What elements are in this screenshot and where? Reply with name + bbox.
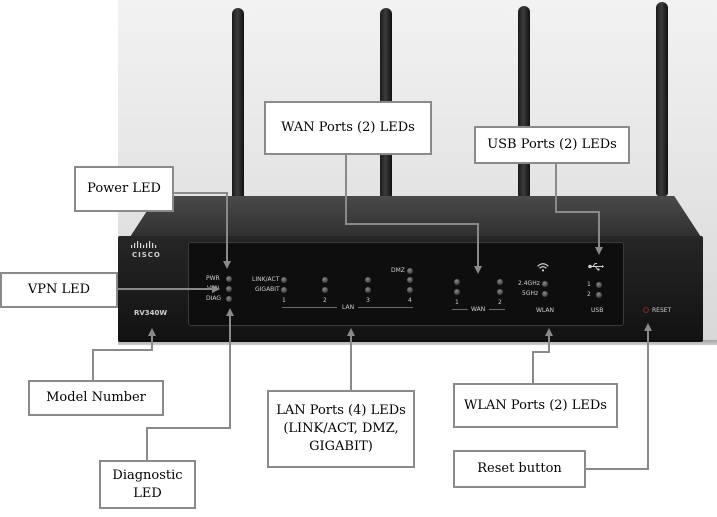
diag-label: DIAG [206, 295, 222, 302]
lan-group-line-right [358, 307, 413, 308]
cisco-logo-icon [131, 241, 157, 248]
usb-group-label: USB [591, 307, 604, 314]
lan-number-1: 1 [282, 297, 286, 304]
dmz-led [407, 268, 413, 274]
callout-lan-ports-line2: (LINK/ACT, DMZ, [283, 421, 399, 436]
callout-power-led-text: Power LED [87, 181, 161, 196]
reset-button[interactable] [643, 307, 649, 313]
wan2-led-b [497, 289, 503, 295]
antenna-4 [656, 2, 668, 196]
wan2-led-a [497, 279, 503, 285]
lan-number-3: 3 [366, 297, 370, 304]
wan-group-label: WAN [471, 306, 486, 313]
callout-model-number-text: Model Number [46, 390, 146, 405]
callout-vpn-led-text: VPN LED [27, 282, 91, 297]
wan1-led-b [454, 289, 460, 295]
lan-group-label: LAN [342, 304, 355, 311]
callout-wlan-ports: WLAN Ports (2) LEDs [453, 383, 618, 428]
lan3-gigabit-led [365, 287, 371, 293]
usb-number-2: 2 [587, 291, 591, 298]
wan-group-line-left [452, 309, 468, 310]
router-top-surface [128, 196, 703, 240]
wan-number-1: 1 [455, 299, 459, 306]
antenna-1 [232, 8, 244, 200]
vpn-label: VPN [207, 285, 220, 292]
callout-vpn-led: VPN LED [0, 272, 118, 308]
callout-reset-button-text: Reset button [477, 461, 562, 476]
brand-wordmark: CISCO [132, 251, 161, 259]
callout-lan-ports-line3: GIGABIT) [309, 439, 373, 454]
router-shadow [118, 340, 717, 346]
callout-reset-button: Reset button [453, 450, 586, 488]
lan4-gigabit-led [407, 287, 413, 293]
pwr-led [226, 276, 232, 282]
lan2-link-led [322, 277, 328, 283]
callout-wan-ports: WAN Ports (2) LEDs [264, 101, 432, 155]
led-panel [188, 242, 624, 326]
callout-diagnostic-led-line1: Diagnostic [112, 467, 183, 483]
antenna-3 [518, 6, 530, 198]
callout-diagnostic-led: Diagnostic LED [99, 460, 196, 509]
wifi-icon [537, 263, 549, 272]
callout-power-led: Power LED [74, 166, 174, 212]
wlan-band-5ghz: 5GHz [522, 290, 539, 297]
lan1-gigabit-led [281, 287, 287, 293]
callout-diagnostic-led-line2: LED [133, 485, 162, 501]
lan-number-4: 4 [408, 297, 412, 304]
lan3-link-led [365, 277, 371, 283]
usb-number-1: 1 [587, 281, 591, 288]
vpn-led [226, 286, 232, 292]
lan-group-line-left [282, 307, 337, 308]
callout-usb-ports: USB Ports (2) LEDs [474, 126, 630, 164]
callout-usb-ports-text: USB Ports (2) LEDs [487, 137, 617, 152]
callout-wlan-ports-text: WLAN Ports (2) LEDs [464, 397, 607, 413]
usb2-led [596, 292, 602, 298]
pwr-label: PWR [206, 275, 220, 282]
wan-number-2: 2 [498, 299, 502, 306]
model-label: RV340W [134, 309, 168, 317]
wlan-5ghz-led [542, 291, 548, 297]
lan1-link-led [281, 277, 287, 283]
lan4-link-led [407, 277, 413, 283]
callout-model-number: Model Number [28, 380, 164, 416]
usb-icon [588, 263, 604, 271]
dmz-label: DMZ [391, 267, 405, 274]
wan-group-line-right [489, 309, 505, 310]
callout-lan-ports-line1: LAN Ports (4) LEDs [276, 403, 406, 418]
gigabit-label: GIGABIT [255, 286, 280, 293]
diag-led [226, 296, 232, 302]
callout-lan-ports: LAN Ports (4) LEDs (LINK/ACT, DMZ, GIGAB… [267, 390, 415, 468]
reset-label: RESET [652, 307, 672, 314]
wlan-group-label: WLAN [536, 307, 555, 314]
wlan-band-24ghz: 2.4GHz [518, 280, 540, 287]
link-act-label: LINK/ACT [252, 276, 280, 283]
usb1-led [596, 282, 602, 288]
lan-number-2: 2 [323, 297, 327, 304]
wlan-24ghz-led [542, 281, 548, 287]
wan1-led-a [454, 279, 460, 285]
callout-wan-ports-text: WAN Ports (2) LEDs [281, 120, 415, 135]
lan2-gigabit-led [322, 287, 328, 293]
